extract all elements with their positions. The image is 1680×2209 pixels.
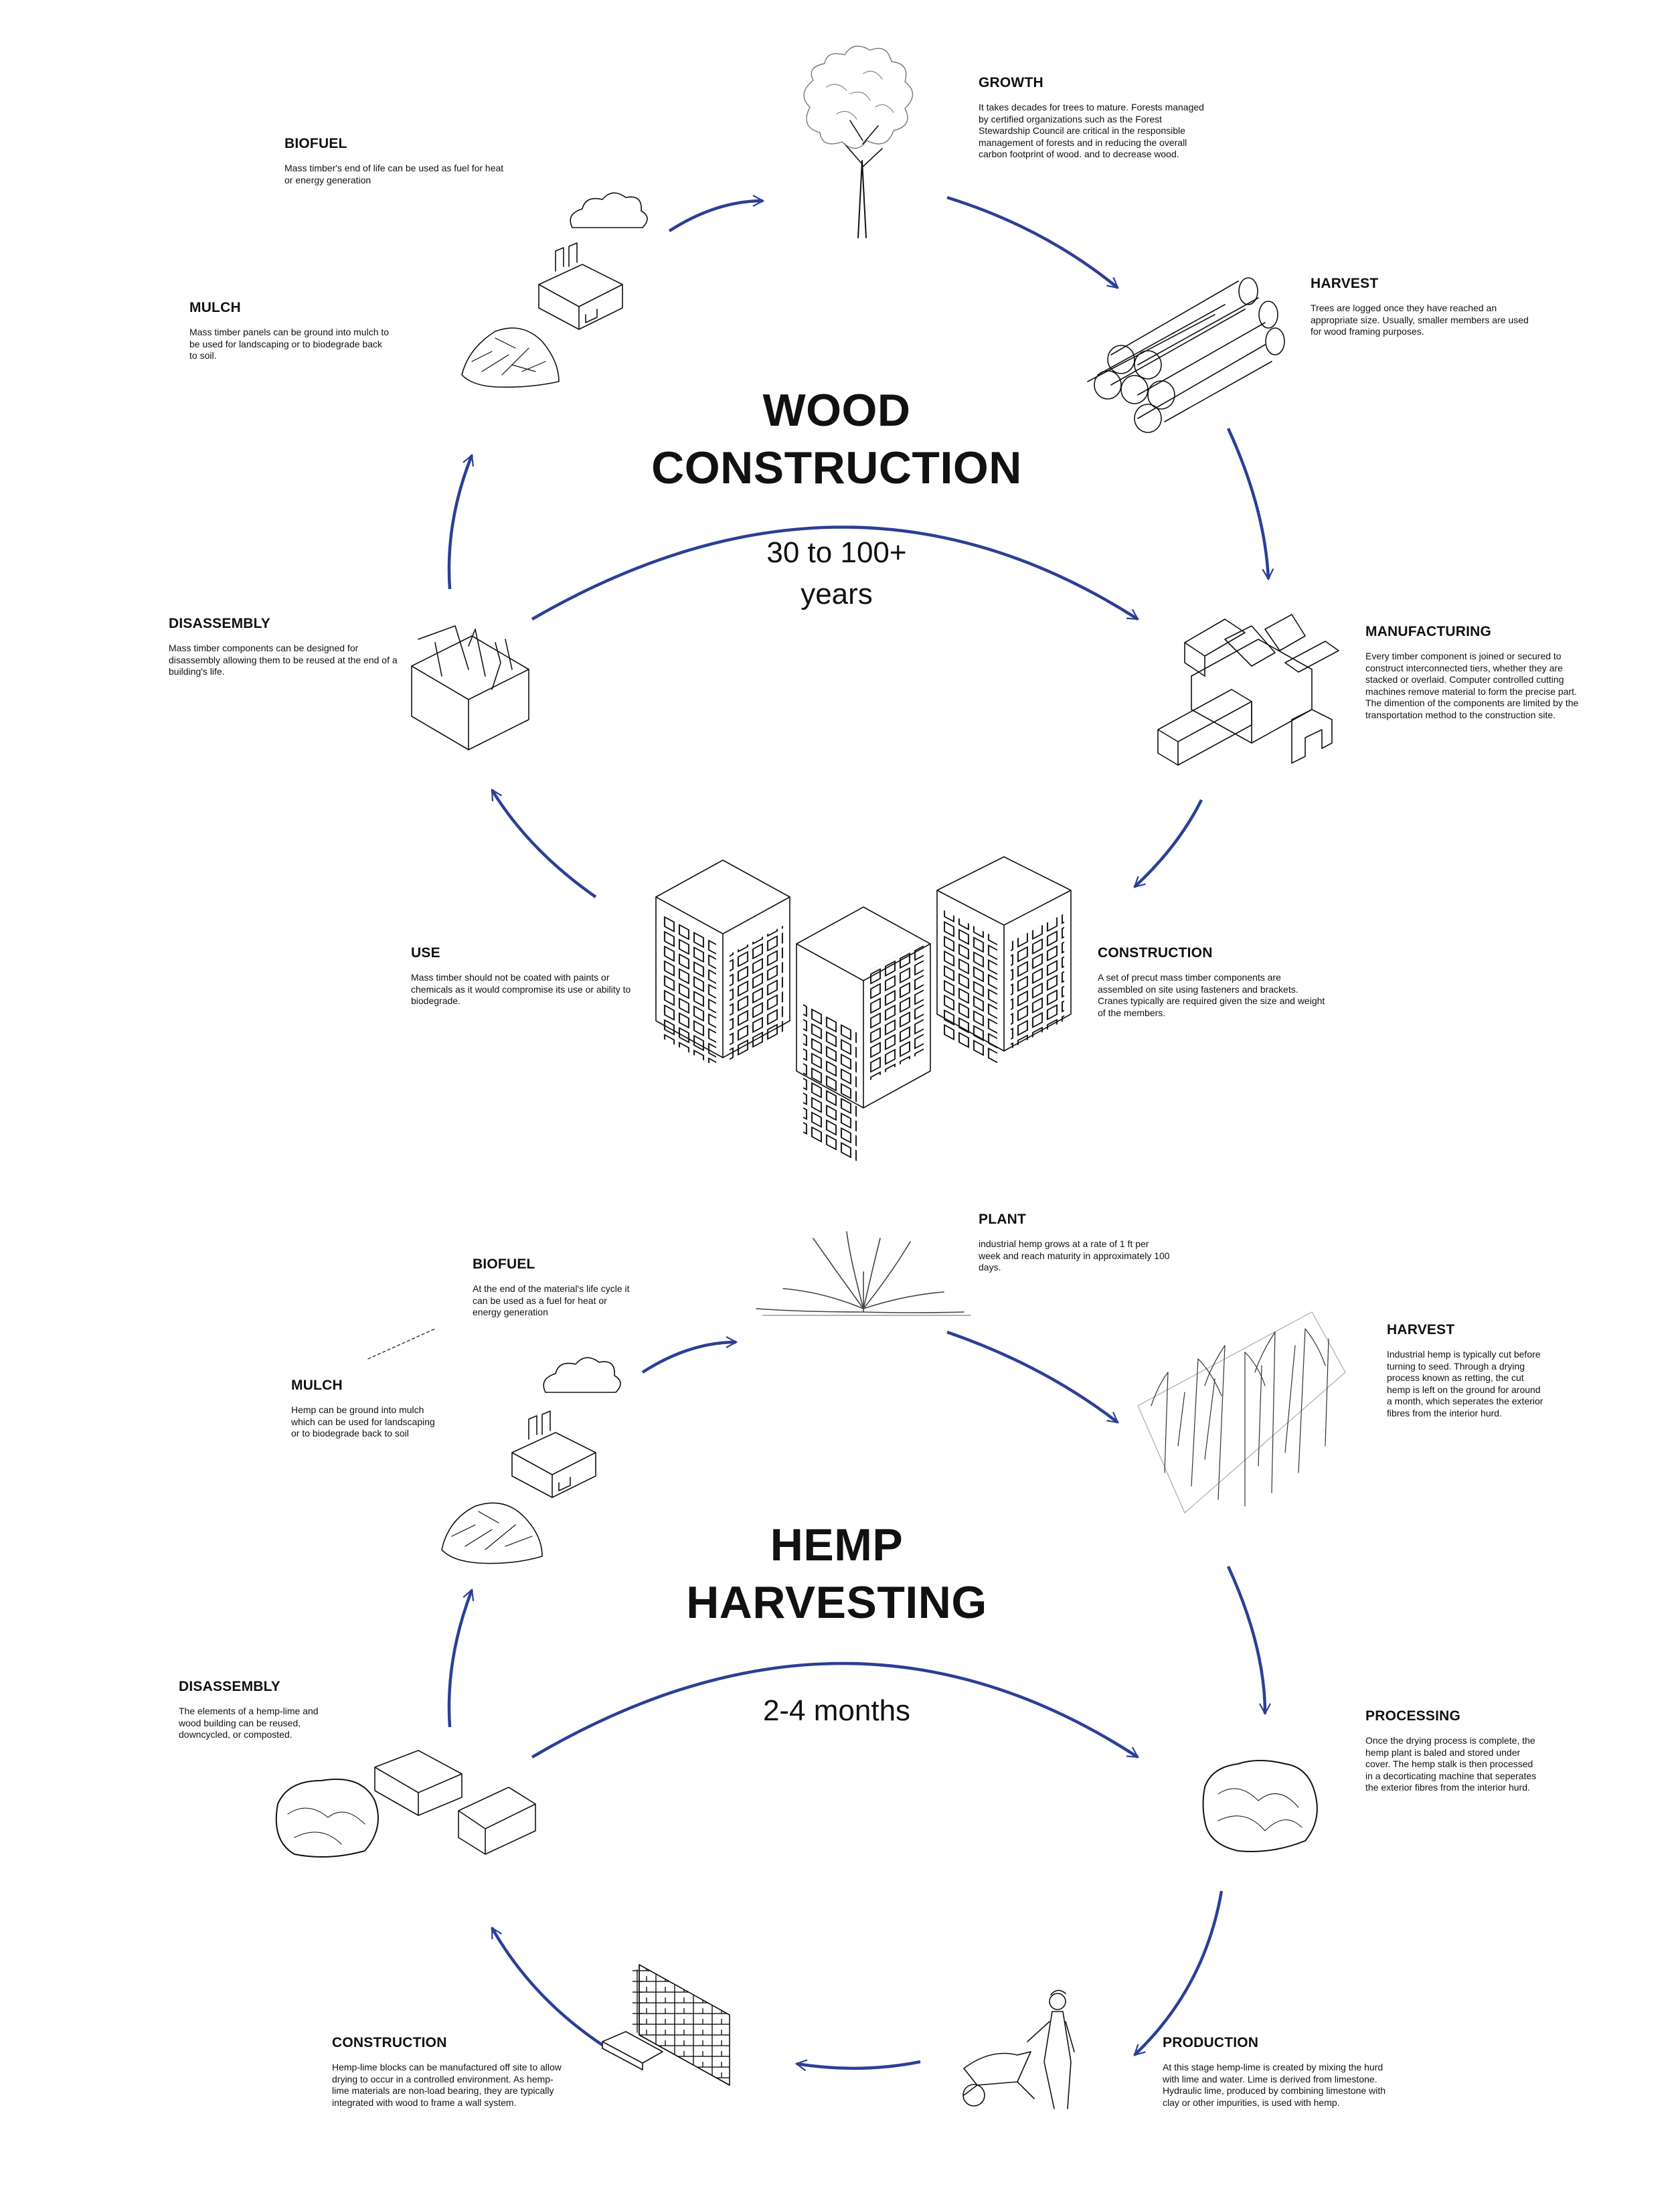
wood-stage-harvest: HARVEST Trees are logged once they have … <box>1311 276 1538 338</box>
manufacturing-illustration <box>1157 614 1339 766</box>
hemp-arrow-plant-to-harvest <box>946 1330 1119 1424</box>
stage-title: HARVEST <box>1387 1322 1455 1337</box>
stage-title: MANUFACTURING <box>1365 624 1492 639</box>
building-left <box>655 860 790 1067</box>
stage-text: Mass timber components can be designed f… <box>169 643 398 677</box>
stage-title: PROCESSING <box>1365 1708 1461 1724</box>
brick-wall-illustration <box>602 1964 730 2086</box>
stage-title: DISASSEMBLY <box>169 616 270 631</box>
hemp-stage-biofuel: BIOFUEL At the end of the material's lif… <box>473 1256 637 1319</box>
stage-text: Mass timber should not be coated with pa… <box>411 972 631 1006</box>
stage-title: MULCH <box>291 1378 343 1393</box>
hemp-arrow-processing-to-production <box>1133 1890 1224 2056</box>
building-right <box>936 856 1072 1066</box>
stage-title: USE <box>411 945 440 961</box>
hemp-duration: 2-4 months <box>669 1690 1004 1732</box>
wood-arrow-harvest-to-manufacturing <box>1226 428 1274 581</box>
tree-illustration <box>803 46 914 238</box>
stage-text: Every timber component is joined or secu… <box>1365 651 1579 720</box>
hemp-stage-mulch: MULCH Hemp can be ground into mulch whic… <box>291 1378 442 1440</box>
wood-stage-use: USE Mass timber should not be coated wit… <box>411 945 639 1007</box>
wood-stage-mulch: MULCH Mass timber panels can be ground i… <box>189 300 390 362</box>
stage-text: A set of precut mass timber components a… <box>1098 972 1325 1018</box>
wood-arrow-use-to-disassembly <box>491 789 597 898</box>
stage-text: It takes decades for trees to mature. Fo… <box>979 102 1204 159</box>
stage-title: BIOFUEL <box>284 136 347 151</box>
buildings-illustration <box>655 856 1072 1162</box>
hemp-mulch-illustration <box>441 1502 543 1564</box>
stage-text: At this stage hemp-lime is created by mi… <box>1163 2062 1386 2108</box>
hemp-stage-processing: PROCESSING Once the drying process is co… <box>1365 1708 1539 1794</box>
disassembly-crate-illustration <box>411 625 529 750</box>
stage-text: At the end of the material's life cycle … <box>473 1283 630 1317</box>
stage-title: CONSTRUCTION <box>332 2035 447 2050</box>
hemp-bale-illustration <box>1202 1760 1318 1852</box>
stage-title: MULCH <box>189 300 241 315</box>
stage-text: Once the drying process is complete, the… <box>1365 1735 1537 1793</box>
logs-illustration <box>1087 277 1285 433</box>
wood-arrow-manufacturing-to-construction <box>1133 799 1203 888</box>
building-center <box>796 906 931 1162</box>
stage-text: The elements of a hemp-lime and wood bui… <box>179 1706 319 1740</box>
wood-arrow-growth-to-harvest <box>946 195 1119 289</box>
stage-text: industrial hemp grows at a rate of 1 ft … <box>979 1238 1170 1273</box>
wood-stage-growth: GROWTH It takes decades for trees to mat… <box>979 75 1209 161</box>
hemp-title-line1: HEMP <box>770 1520 904 1570</box>
wood-arrow-disassembly-to-mulch <box>447 453 474 590</box>
wood-duration-line2: years <box>801 578 873 610</box>
wood-stage-construction: CONSTRUCTION A set of precut mass timber… <box>1098 945 1325 1019</box>
stage-title: DISASSEMBLY <box>179 1679 280 1694</box>
hemp-biofuel-illustration <box>511 1357 621 1498</box>
wood-stage-manufacturing: MANUFACTURING Every timber component is … <box>1365 624 1593 721</box>
hemp-arrow-construction-to-disassembly <box>491 1926 604 2046</box>
hemp-arrow-center <box>531 1661 1139 1758</box>
wood-mulch-illustration <box>461 327 560 388</box>
hemp-plant-illustration <box>756 1231 971 1316</box>
hemp-stage-harvest: HARVEST Industrial hemp is typically cut… <box>1387 1322 1547 1419</box>
wood-title: WOOD CONSTRUCTION <box>616 382 1058 497</box>
wood-stage-biofuel: BIOFUEL Mass timber's end of life can be… <box>284 136 512 186</box>
stage-title: HARVEST <box>1311 276 1379 291</box>
hemp-disassembly-illustration <box>275 1750 536 1858</box>
stage-text: Industrial hemp is typically cut before … <box>1387 1349 1543 1418</box>
stage-text: Hemp can be ground into mulch which can … <box>291 1404 435 1439</box>
hemp-stage-production: PRODUCTION At this stage hemp-lime is cr… <box>1163 2035 1387 2109</box>
stage-title: GROWTH <box>979 75 1043 90</box>
stage-title: PLANT <box>979 1212 1026 1227</box>
hemp-arrow-biofuel-to-plant <box>641 1336 738 1374</box>
hemp-field-illustration <box>1137 1311 1346 1513</box>
stage-title: BIOFUEL <box>473 1256 535 1272</box>
stage-title: PRODUCTION <box>1163 2035 1259 2050</box>
hemp-stage-plant: PLANT industrial hemp grows at a rate of… <box>979 1212 1173 1274</box>
stage-title: CONSTRUCTION <box>1098 945 1213 961</box>
wood-duration-line1: 30 to 100+ <box>766 536 907 569</box>
wood-title-line1: WOOD <box>762 385 911 436</box>
wood-duration: 30 to 100+ years <box>703 532 971 615</box>
hemp-duration-text: 2-4 months <box>762 1694 911 1727</box>
hemp-stage-disassembly: DISASSEMBLY The elements of a hemp-lime … <box>179 1679 333 1741</box>
hemp-arrow-disassembly-to-mulch <box>447 1588 475 1728</box>
wood-biofuel-illustration <box>538 192 648 330</box>
wood-stage-disassembly: DISASSEMBLY Mass timber components can b… <box>169 616 400 678</box>
wood-arrow-biofuel-to-growth <box>668 195 765 232</box>
stage-text: Trees are logged once they have reached … <box>1311 303 1529 337</box>
hemp-arrow-harvest-to-processing <box>1226 1566 1271 1716</box>
wood-arrow-center <box>531 525 1139 621</box>
wood-title-line2: CONSTRUCTION <box>651 442 1022 493</box>
leader-line <box>367 1328 436 1360</box>
hemp-title: HEMP HARVESTING <box>616 1516 1058 1631</box>
hemp-stage-construction: CONSTRUCTION Hemp-lime blocks can be man… <box>332 2035 563 2109</box>
stage-text: Mass timber panels can be ground into mu… <box>189 327 390 361</box>
stage-text: Mass timber's end of life can be used as… <box>284 163 504 185</box>
hemp-arrow-production-to-construction <box>794 2059 921 2072</box>
stage-text: Hemp-lime blocks can be manufactured off… <box>332 2062 562 2108</box>
worker-wheelbarrow-illustration <box>962 1989 1075 2109</box>
hemp-title-line2: HARVESTING <box>686 1577 987 1628</box>
